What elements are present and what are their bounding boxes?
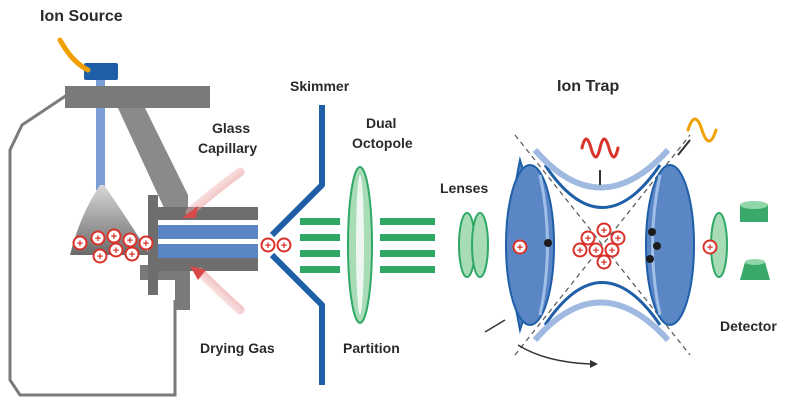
ion-symbol: + (707, 242, 713, 254)
ion-symbol: + (97, 251, 103, 263)
ions: +++++++++++++++++++ (72, 222, 718, 270)
ion-16 (604, 242, 620, 258)
lenses-label: Lenses (440, 180, 489, 196)
ion-symbol: + (601, 225, 607, 237)
glass-capillary-label-line1: Glass (212, 120, 251, 136)
dual-octopole (300, 218, 435, 273)
drying-gas-arrowhead-bottom (190, 266, 206, 280)
source-housing-outline (8, 91, 177, 397)
detector-bottom (740, 262, 770, 280)
glass-capillary-label-line2: Capillary (198, 140, 258, 156)
ring-electrode-bottom-inner (532, 299, 671, 343)
exit-endcap-face (645, 164, 695, 326)
ion-symbol: + (95, 233, 101, 245)
spray-cable (57, 37, 91, 73)
source-bottom-block (140, 265, 190, 310)
endcap-aperture-left (544, 239, 552, 247)
ion-11 (512, 239, 528, 255)
ac-pointer (677, 139, 691, 156)
drying-gas-label: Drying Gas (200, 340, 275, 356)
ion-symbol: + (143, 238, 149, 250)
ion-symbol: + (129, 249, 135, 261)
skimmer-label: Skimmer (290, 78, 350, 94)
endcap-aperture-right-1 (648, 228, 656, 236)
ion-symbol: + (111, 231, 117, 243)
ion-8 (124, 246, 140, 262)
ion-17 (572, 242, 588, 258)
drying-gas-arrowhead-top (182, 206, 198, 218)
rotation-arrow (517, 344, 591, 365)
ion-9 (260, 237, 276, 253)
ion-12 (580, 230, 596, 246)
endcap-aperture-right-3 (646, 255, 654, 263)
ion-symbol: + (517, 242, 523, 254)
ion-3 (106, 228, 122, 244)
ion-trap (484, 134, 695, 368)
ion-source-label: Ion Source (40, 8, 123, 25)
ion-symbol: + (577, 245, 583, 257)
ac-sine-wave (686, 117, 718, 143)
ion-symbol: + (615, 233, 621, 245)
ion-1 (72, 235, 88, 251)
detector-label: Detector (720, 318, 777, 334)
glass-capillary (150, 207, 258, 271)
ion-symbol: + (281, 240, 287, 252)
ion-symbol: + (265, 240, 271, 252)
ion-15 (588, 242, 604, 258)
skimmer (269, 105, 325, 385)
ring-electrode-bottom (543, 281, 662, 326)
ion-7 (108, 242, 124, 258)
ion-symbol: + (601, 257, 607, 269)
ring-electrode-top (543, 164, 662, 209)
rf-sine-wave (580, 137, 620, 159)
ion-symbol: + (585, 233, 591, 245)
endcap-aperture-right-2 (653, 242, 661, 250)
spray-needle-cap (84, 63, 118, 80)
ion-source-chamber (8, 37, 210, 397)
ion-10 (276, 237, 292, 253)
ion-13 (596, 222, 612, 238)
drying-gas-arrow-bottom (195, 267, 245, 315)
ion-trap-label: Ion Trap (557, 78, 620, 95)
ion-6 (92, 248, 108, 264)
dual-octopole-label-line1: Dual (366, 115, 397, 131)
ion-symbol: + (127, 235, 133, 247)
partition-lens-inner (356, 175, 364, 315)
ring-electrode-top-inner (532, 147, 671, 191)
drying-gas-arrow-top (185, 167, 245, 217)
ion-19 (702, 239, 718, 255)
entrance-endcap-face (505, 164, 555, 326)
dual-octopole-label-line2: Octopole (352, 135, 413, 151)
ion-5 (138, 235, 154, 251)
ion-14 (610, 230, 626, 246)
source-top-block (65, 86, 210, 108)
ion-4 (122, 232, 138, 248)
ion-2 (90, 230, 106, 246)
trap-label-pointer (484, 319, 506, 333)
ion-symbol: + (77, 238, 83, 250)
spray-needle (96, 80, 105, 190)
source-cone-wall (118, 108, 188, 210)
ion-symbol: + (113, 245, 119, 257)
entry-lenses (458, 212, 489, 278)
ion-symbol: + (593, 245, 599, 257)
ion-symbol: + (609, 245, 615, 257)
ion-18 (596, 254, 612, 270)
partition-label: Partition (343, 340, 400, 356)
detector-top (740, 205, 768, 222)
